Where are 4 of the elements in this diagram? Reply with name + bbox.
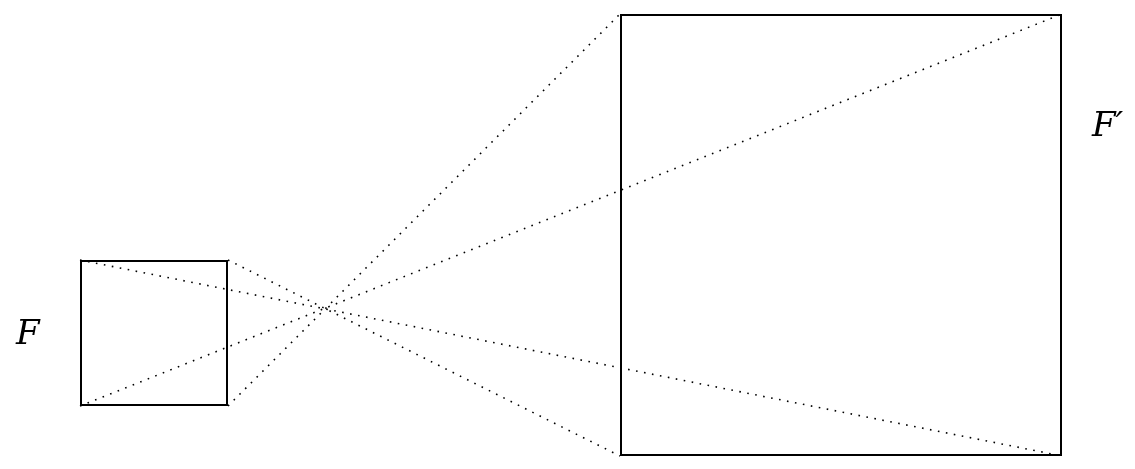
figure-label: F′: [1092, 104, 1124, 144]
dotted-line: [227, 13, 621, 407]
figure-label: F: [16, 312, 40, 352]
dotted-line: [227, 259, 621, 457]
